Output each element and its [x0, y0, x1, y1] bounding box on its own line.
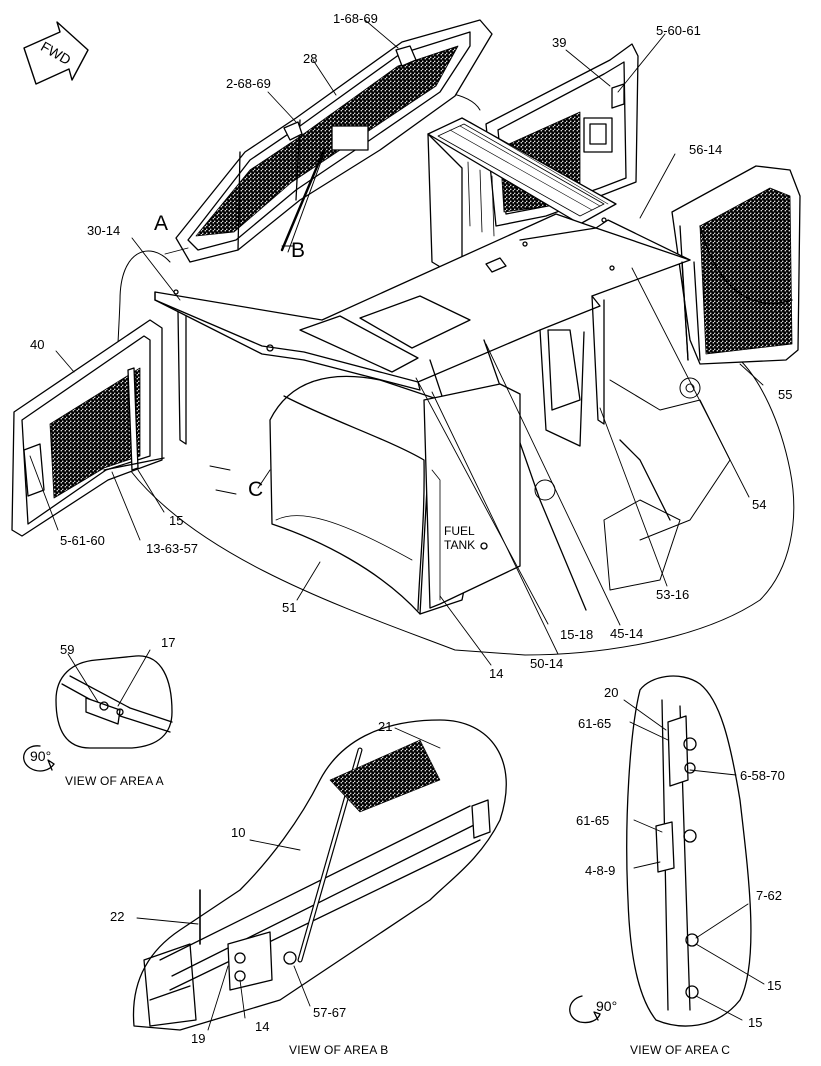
callout-40: 40 — [30, 337, 45, 352]
fuel-label: FUEL — [444, 524, 475, 538]
view-c-inset — [569, 675, 765, 1027]
callout-15-18: 15-18 — [560, 627, 594, 642]
grille-frame — [427, 117, 617, 281]
floor-plate — [154, 213, 691, 391]
callout-6-58-70: 6-58-70 — [740, 768, 785, 783]
callout-57-67: 57-67 — [313, 1005, 347, 1020]
caption-view-a: VIEW OF AREA A — [65, 774, 164, 788]
callout-22: 22 — [110, 909, 125, 924]
callout-61-65-b: 61-65 — [576, 813, 610, 828]
callout-1-68-69: 1-68-69 — [333, 11, 378, 26]
leader-lines-main — [29, 19, 764, 666]
callout-5-60-61: 5-60-61 — [656, 23, 701, 38]
caption-view-b: VIEW OF AREA B — [289, 1043, 389, 1057]
callout-28: 28 — [303, 51, 318, 66]
callout-50-14: 50-14 — [530, 656, 564, 671]
callout-5-61-60: 5-61-60 — [60, 533, 105, 548]
callout-30-14: 30-14 — [87, 223, 121, 238]
callout-10: 10 — [231, 825, 246, 840]
callout-54: 54 — [752, 497, 767, 512]
callout-14: 14 — [489, 666, 504, 681]
callout-53-16: 53-16 — [656, 587, 690, 602]
fuel-tank-shroud — [269, 375, 471, 615]
callout-4-8-9: 4-8-9 — [585, 863, 616, 878]
area-letter-c: C — [248, 478, 264, 501]
callout-13-63-57: 13-63-57 — [146, 541, 199, 556]
caption-view-c: VIEW OF AREA C — [630, 1043, 731, 1057]
fwd-arrow-icon — [23, 21, 89, 85]
top-access-door — [175, 19, 493, 263]
rotation-90-c: 90° — [596, 998, 618, 1014]
callout-59: 59 — [60, 642, 75, 657]
callout-15-c2: 15 — [748, 1015, 763, 1030]
callout-20: 20 — [604, 685, 619, 700]
rotation-90-a: 90° — [30, 748, 52, 764]
callout-39: 39 — [552, 35, 567, 50]
callout-45-14: 45-14 — [610, 626, 644, 641]
callout-21: 21 — [378, 719, 393, 734]
callout-55: 55 — [778, 387, 793, 402]
callout-61-65-a: 61-65 — [578, 716, 612, 731]
tank-label: TANK — [444, 538, 476, 552]
callout-7-62: 7-62 — [756, 888, 783, 903]
callout-14-b: 14 — [255, 1019, 270, 1034]
fuel-tank-body — [423, 383, 521, 609]
callout-51: 51 — [282, 600, 297, 615]
callout-2-68-69: 2-68-69 — [226, 76, 271, 91]
view-a-inset — [23, 649, 173, 772]
callout-56-14: 56-14 — [689, 142, 723, 157]
callout-15-c1: 15 — [767, 978, 782, 993]
callout-19: 19 — [191, 1031, 206, 1046]
left-side-door — [11, 319, 165, 537]
area-letter-a: A — [154, 212, 169, 235]
callout-17: 17 — [161, 635, 176, 650]
area-letter-b: B — [291, 239, 306, 262]
callout-15: 15 — [169, 513, 184, 528]
right-side-panel — [671, 165, 801, 365]
view-b-inset — [132, 719, 507, 1031]
